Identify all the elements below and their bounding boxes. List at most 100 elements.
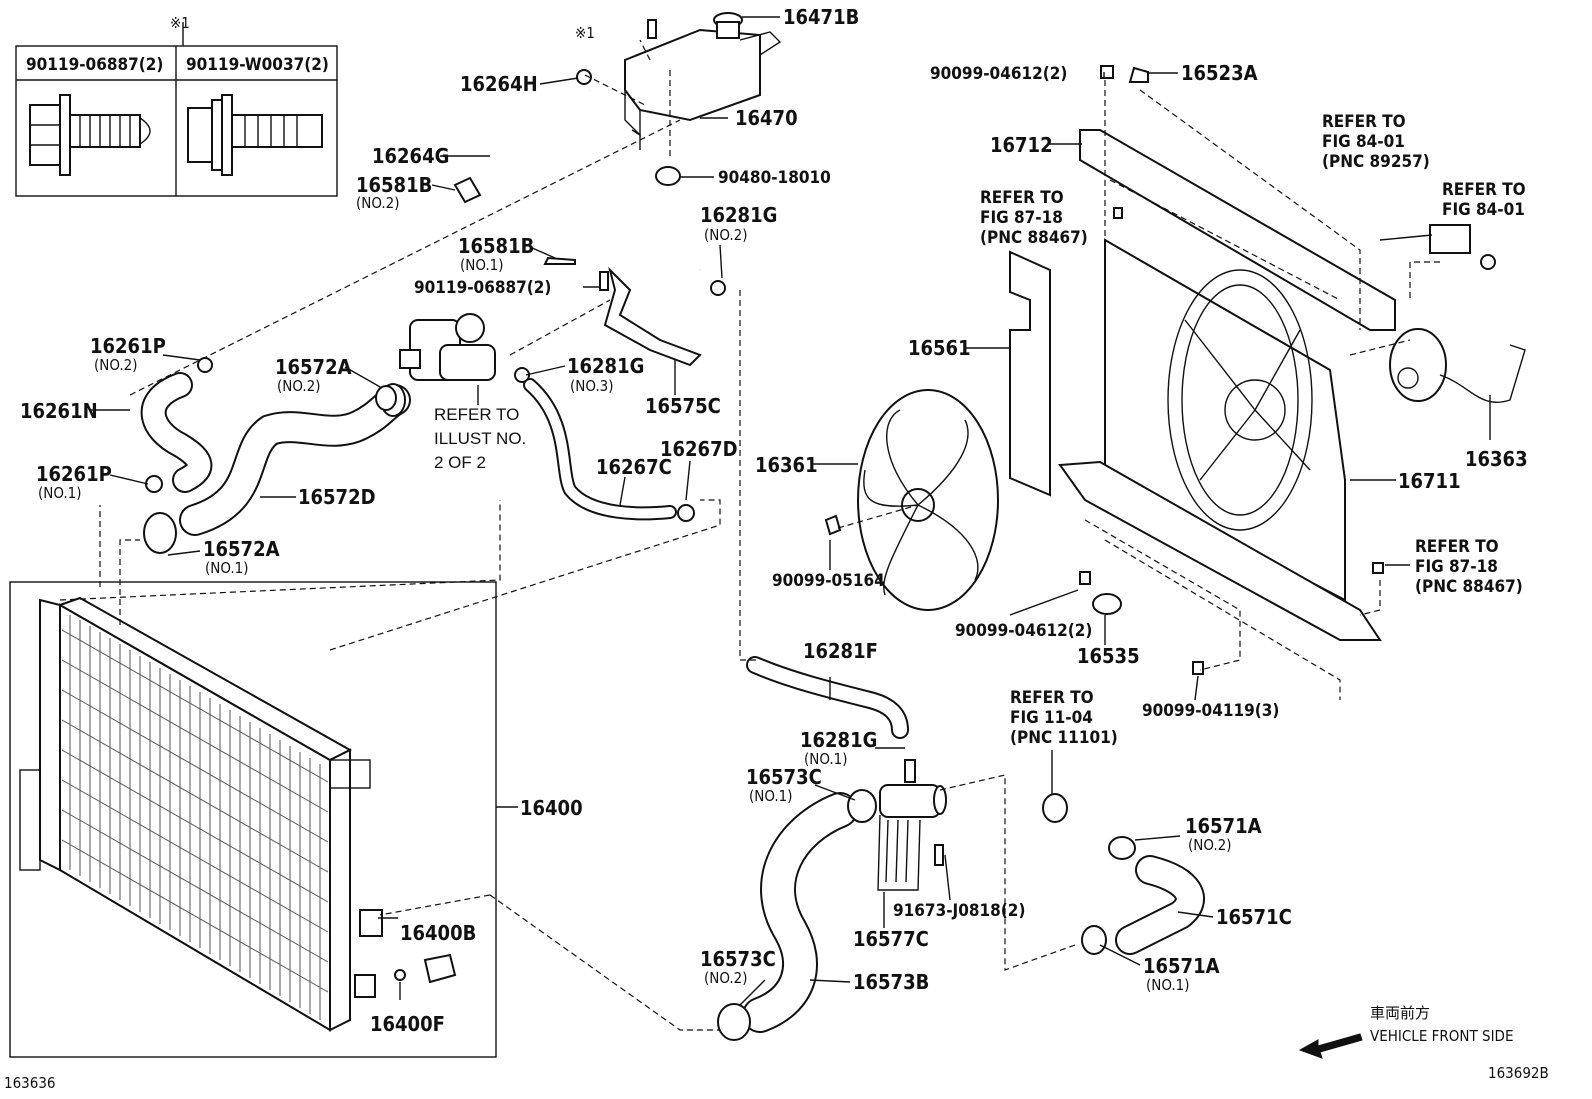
label-16581b-no2-sub: (NO.2) [356, 194, 400, 212]
fan-resistor [1429, 224, 1471, 254]
clamps-upper [145, 69, 726, 522]
refer-84-01-a-line3: (PNC 89257) [1322, 152, 1430, 172]
label-90099-04612-top: 90099-04612(2) [930, 64, 1067, 84]
label-16523a: 16523A [1181, 61, 1258, 85]
label-16572d: 16572D [298, 485, 376, 509]
label-16571a-no1: 16571A [1143, 954, 1220, 978]
label-16400f: 16400F [370, 1012, 445, 1036]
orientation-en: VEHICLE FRONT SIDE [1370, 1027, 1513, 1045]
refer-illust-line1: REFER TO [434, 405, 519, 424]
label-16264g: 16264G [372, 144, 449, 168]
label-16571a-no2: 16571A [1185, 814, 1262, 838]
fan-motor-16363 [1389, 328, 1526, 403]
support-16712 [1079, 129, 1396, 331]
refer-11-04-line2: FIG 11-04 [1010, 708, 1093, 728]
label-16261p-no1: 16261P [36, 462, 112, 486]
refer-84-01-a-line1: REFER TO [1322, 112, 1406, 132]
label-16581b-no2: 16581B [356, 173, 432, 197]
water-valve [399, 313, 496, 381]
water-outlet-16577c [877, 759, 947, 891]
label-16264h: 16264H [460, 72, 538, 96]
refer-87-18-a-line2: FIG 87-18 [980, 208, 1063, 228]
refer-87-18-b-line2: FIG 87-18 [1415, 557, 1498, 577]
label-16470: 16470 [735, 106, 798, 130]
label-16572a-no1-sub: (NO.1) [205, 559, 249, 577]
label-16261n: 16261N [20, 399, 98, 423]
label-16577c: 16577C [853, 927, 929, 951]
label-16573c-no1: 16573C [746, 765, 822, 789]
bolt-table-col2: 90119-W0037(2) [186, 55, 329, 75]
refer-87-18-a-line1: REFER TO [980, 188, 1064, 208]
label-16281g-no1-sub: (NO.1) [804, 750, 848, 768]
refer-illust-line3: 2 OF 2 [434, 453, 486, 472]
label-16575c: 16575C [645, 394, 721, 418]
label-16281g-no3: 16281G [567, 354, 644, 378]
reservoir-tank [624, 12, 782, 186]
label-16261p-no1-sub: (NO.1) [38, 484, 82, 502]
label-16572a-no2-sub: (NO.2) [277, 377, 321, 395]
label-16281g-no1: 16281G [800, 728, 877, 752]
label-16400b: 16400B [400, 921, 476, 945]
label-16400: 16400 [520, 796, 583, 820]
label-16535: 16535 [1077, 644, 1140, 668]
figure-code-left: 163636 [4, 1074, 56, 1092]
refer-87-18-b-line3: (PNC 88467) [1415, 577, 1523, 597]
label-90099-04119: 90099-04119(3) [1142, 701, 1279, 721]
part-labels: ※1 16471B 16470 90480-18010 16264H 16264… [4, 5, 1549, 1092]
vehicle-front-arrow-icon [1298, 1033, 1363, 1059]
label-90119-06887: 90119-06887(2) [414, 278, 551, 298]
refer-11-04-line1: REFER TO [1010, 688, 1094, 708]
radiator-core-fins [61, 615, 329, 1020]
refer-illust-line2: ILLUST NO. [434, 429, 526, 448]
label-16572a-no1: 16572A [203, 537, 280, 561]
label-16711: 16711 [1398, 469, 1461, 493]
refer-84-01-b-line1: REFER TO [1442, 180, 1526, 200]
label-16571c: 16571C [1216, 905, 1292, 929]
fan-blade [824, 389, 999, 611]
label-16361: 16361 [755, 453, 818, 477]
label-16571a-no2-sub: (NO.2) [1188, 836, 1232, 854]
label-90099-04612-bot: 90099-04612(2) [955, 621, 1092, 641]
label-16561: 16561 [908, 336, 971, 360]
bolt-b-drawing [187, 94, 323, 176]
label-16261p-no2: 16261P [90, 334, 166, 358]
bracket-16575c [603, 266, 702, 367]
label-16573c-no2-sub: (NO.2) [704, 969, 748, 987]
label-16573b: 16573B [853, 970, 929, 994]
label-16581b-no1-sub: (NO.1) [460, 256, 504, 274]
label-16363: 16363 [1465, 447, 1528, 471]
label-16571a-no1-sub: (NO.1) [1146, 976, 1190, 994]
refer-84-01-b-line2: FIG 84-01 [1442, 200, 1525, 220]
bolt-table: ※1 90119-06887(2) 90119-W0037(2) [15, 14, 338, 197]
label-90099-05164: 90099-05164 [772, 571, 885, 591]
label-16572a-no2: 16572A [275, 355, 352, 379]
lower-bracket [1058, 460, 1382, 641]
label-16281g-no2-sub: (NO.2) [704, 226, 748, 244]
label-16712: 16712 [990, 133, 1053, 157]
label-16267d: 16267D [660, 437, 738, 461]
bolt-table-col1: 90119-06887(2) [26, 55, 163, 75]
drain-cock [394, 953, 457, 984]
label-16573c-no2: 16573C [700, 947, 776, 971]
label-90480-18010: 90480-18010 [718, 168, 831, 188]
bolt-a-drawing [29, 94, 151, 176]
label-16573c-no1-sub: (NO.1) [749, 787, 793, 805]
refer-87-18-b-line1: REFER TO [1415, 537, 1499, 557]
radiator [9, 581, 497, 1058]
label-16581b-no1: 16581B [458, 234, 534, 258]
label-16281g-no2: 16281G [700, 203, 777, 227]
refer-87-18-a-line3: (PNC 88467) [980, 228, 1088, 248]
label-16471b: 16471B [783, 5, 859, 29]
orientation-jp: 車両前方 [1370, 1004, 1430, 1022]
guide-lines [59, 39, 1440, 1031]
note-mark: ※1 [170, 14, 190, 32]
label-91673-j0818: 91673-J0818(2) [893, 901, 1025, 921]
fasteners-right [1079, 65, 1496, 675]
label-16261p-no2-sub: (NO.2) [94, 356, 138, 374]
foam-16561 [1009, 250, 1051, 497]
leader-lines [90, 16, 1491, 1006]
figure-code-right: 163692B [1488, 1064, 1549, 1082]
label-16267c: 16267C [596, 455, 672, 479]
refer-84-01-a-line2: FIG 84-01 [1322, 132, 1405, 152]
